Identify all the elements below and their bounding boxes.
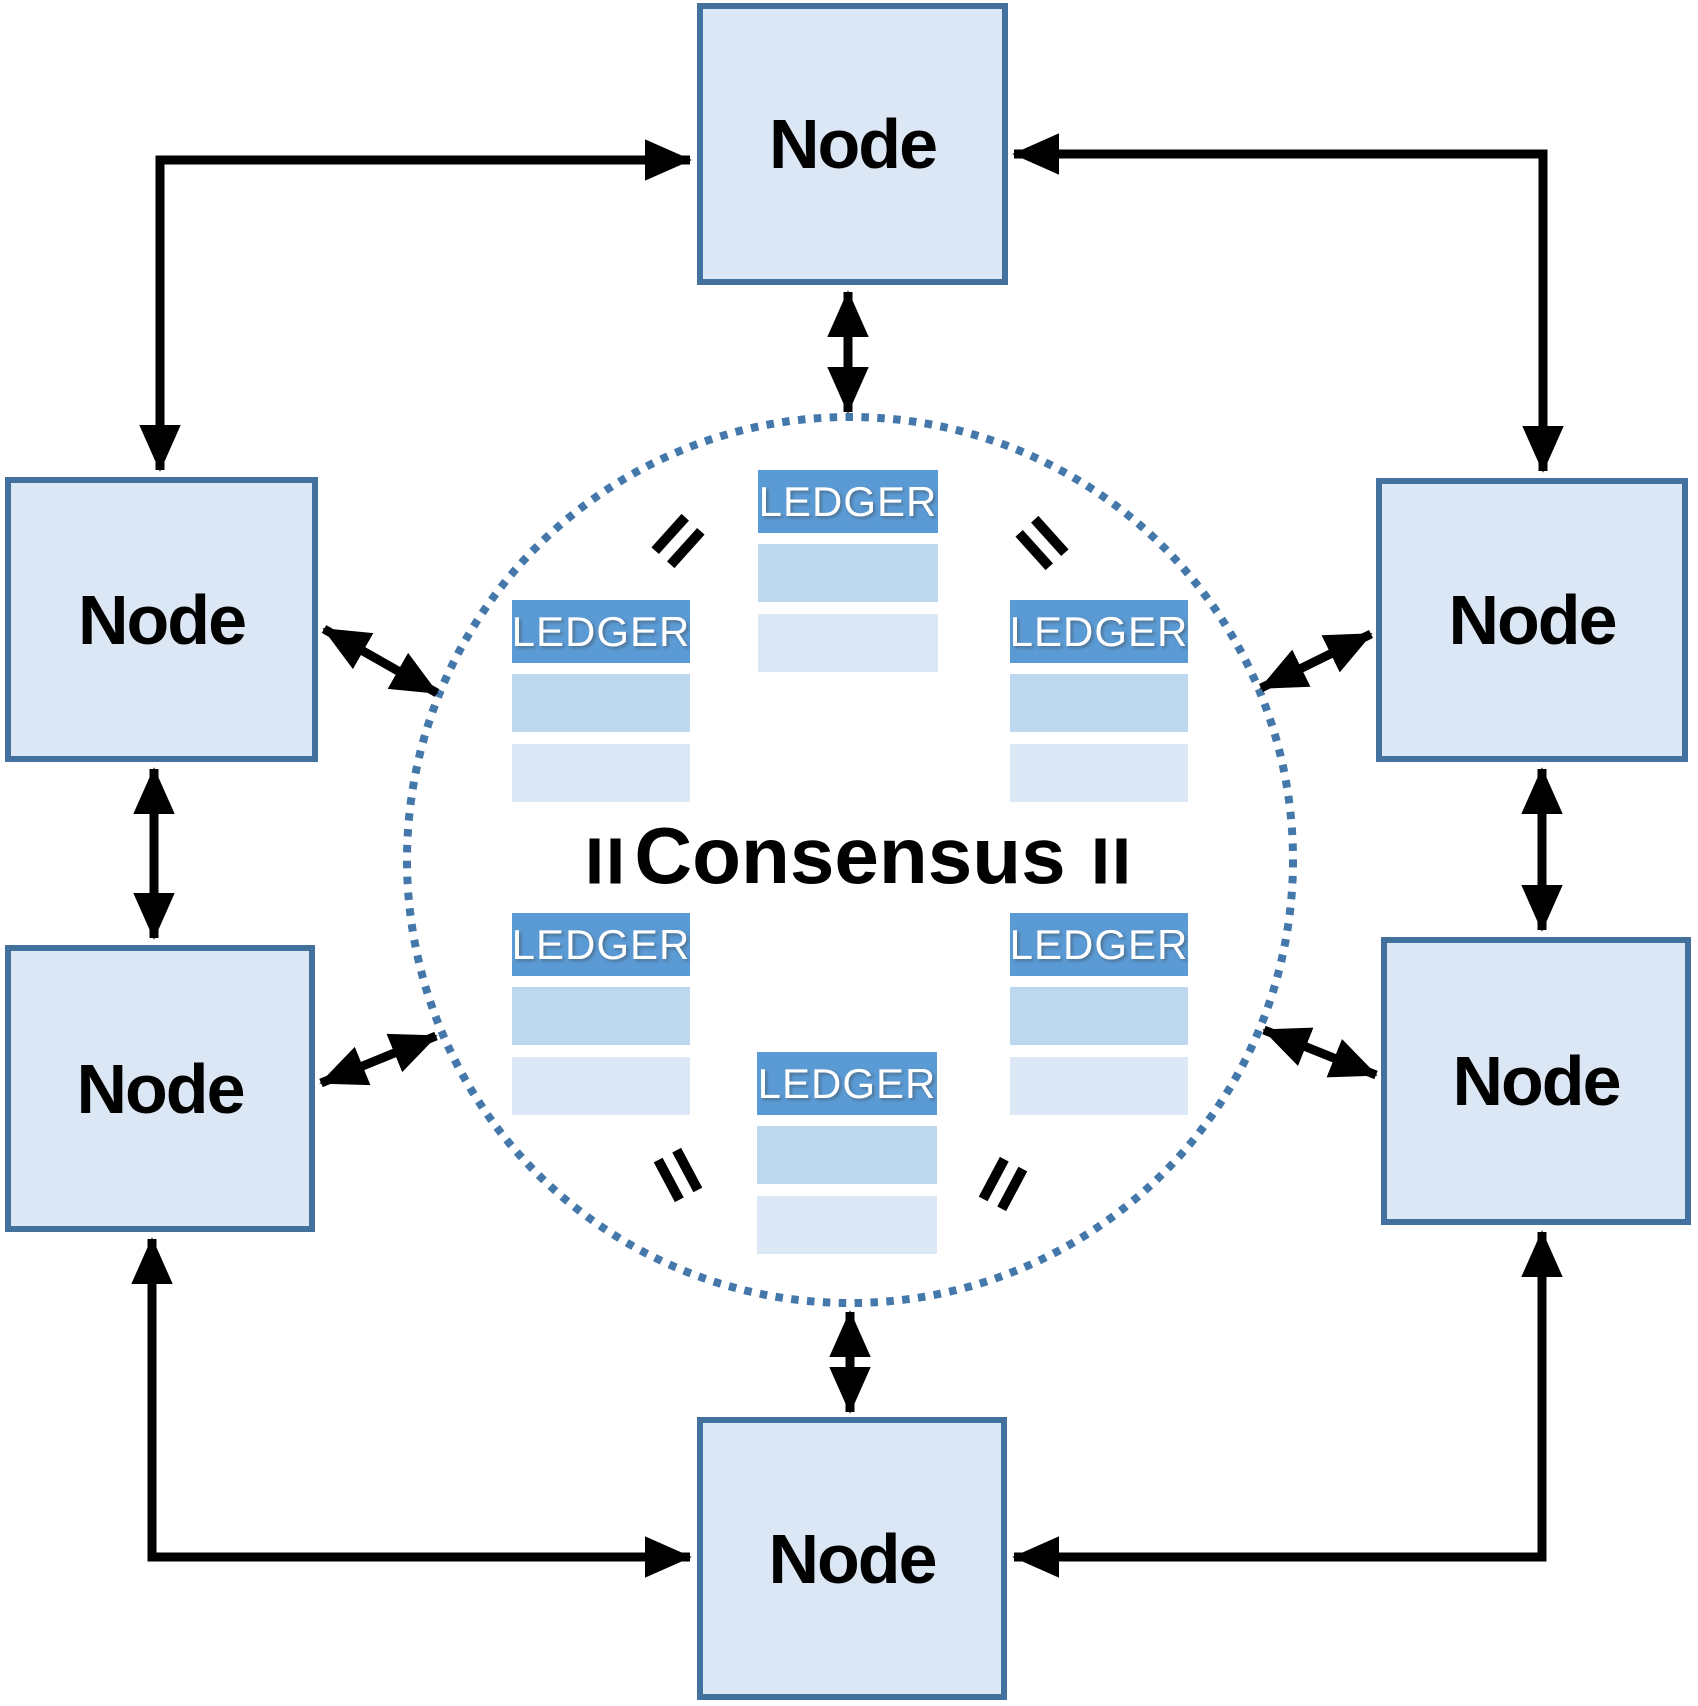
ledger-row: [757, 1196, 937, 1254]
ledger-row: [757, 1126, 937, 1184]
ledger-row: [758, 614, 938, 672]
ledger-row: [1010, 1057, 1188, 1115]
equals-icon: [1095, 838, 1127, 884]
ledger-bottom: LEDGER: [757, 1052, 937, 1254]
node-label: Node: [1452, 1042, 1622, 1120]
node-label: Node: [768, 1519, 938, 1598]
ledger-header: LEDGER: [758, 470, 938, 533]
consensus-circle: [403, 413, 1297, 1307]
ledger-row: [1010, 987, 1188, 1045]
ledger-row: [1010, 744, 1188, 802]
ledger-row: [1010, 674, 1188, 732]
ledger-lower-left: LEDGER: [512, 913, 690, 1115]
arrow-top-left: [139, 139, 692, 472]
node-lower-right: Node: [1381, 937, 1691, 1225]
node-label: Node: [78, 580, 247, 659]
ledger-row: [512, 1057, 690, 1115]
ledger-row: [512, 674, 690, 732]
ledger-upper-left: LEDGER: [512, 600, 690, 802]
equals-icon: [589, 838, 621, 884]
arrow-upper-left-node-circle: [321, 625, 440, 697]
node-upper-right: Node: [1376, 478, 1688, 762]
arrow-top-right: [1012, 133, 1564, 473]
node-upper-left: Node: [5, 477, 318, 762]
ledger-header: LEDGER: [1010, 600, 1188, 663]
ledger-header: LEDGER: [1010, 913, 1188, 976]
arrow-upper-right-node-circle: [1259, 629, 1373, 693]
ledger-header: LEDGER: [512, 913, 690, 976]
arrow-lower-right-node-circle: [1262, 1025, 1378, 1080]
ledger-upper-right: LEDGER: [1010, 600, 1188, 802]
arrow-bottom-right: [1012, 1230, 1563, 1578]
ledger-lower-right: LEDGER: [1010, 913, 1188, 1115]
arrow-lower-left-node-circle: [319, 1031, 438, 1088]
node-label: Node: [769, 105, 938, 183]
ledger-header: LEDGER: [757, 1052, 937, 1115]
ledger-row: [512, 744, 690, 802]
node-bottom: Node: [697, 1417, 1007, 1700]
arrow-bottom-left: [131, 1237, 692, 1578]
ledger-row: [512, 987, 690, 1045]
node-label: Node: [76, 1049, 246, 1128]
node-label: Node: [1448, 581, 1618, 659]
ledger-row: [758, 544, 938, 602]
consensus-label: Consensus: [634, 811, 1066, 900]
node-top: Node: [697, 3, 1008, 285]
ledger-top: LEDGER: [758, 470, 938, 672]
ledger-header: LEDGER: [512, 600, 690, 663]
node-lower-left: Node: [5, 945, 315, 1232]
